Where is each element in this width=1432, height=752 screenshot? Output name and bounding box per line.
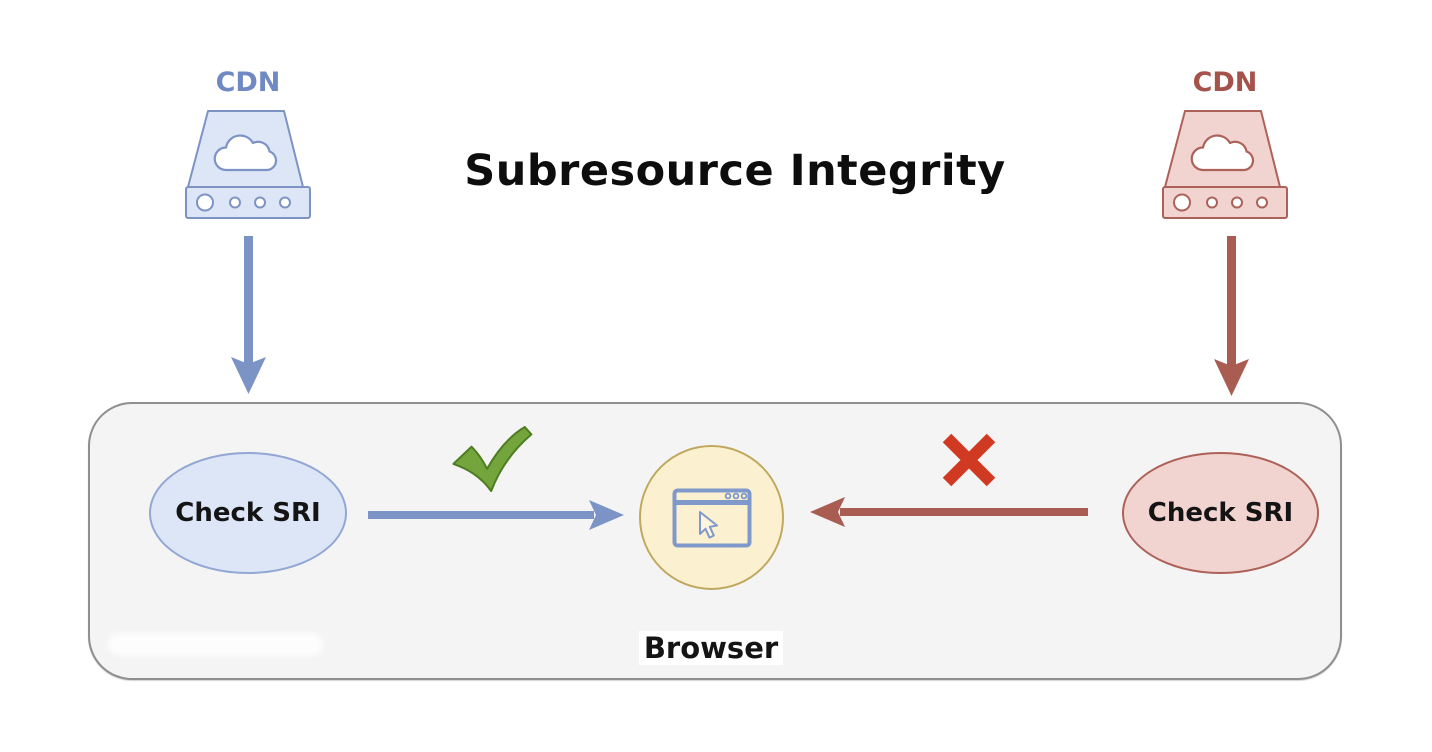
browser-label: Browser — [591, 631, 831, 665]
down-arrow-left — [231, 236, 266, 394]
watermark-blob — [108, 633, 323, 656]
cdn-label-left: CDN — [215, 67, 281, 98]
browser-window-icon — [672, 488, 751, 547]
browser-node — [639, 445, 784, 590]
flow-arrow-success — [368, 500, 624, 530]
down-arrow-right — [1214, 236, 1249, 396]
cdn-group-left: CDN — [185, 68, 311, 225]
check-sri-node-left: Check SRI — [149, 452, 347, 574]
flow-arrow-failure — [810, 497, 1088, 527]
check-sri-label-left: Check SRI — [175, 498, 321, 528]
cdn-group-right: CDN — [1162, 68, 1288, 225]
cross-icon — [942, 433, 996, 487]
cdn-label-right: CDN — [1192, 67, 1258, 98]
cloud-server-icon — [185, 110, 311, 219]
check-sri-node-right: Check SRI — [1122, 452, 1319, 574]
cloud-server-icon — [1162, 110, 1288, 219]
page-title: Subresource Integrity — [464, 146, 1006, 196]
check-sri-label-right: Check SRI — [1147, 498, 1294, 528]
checkmark-icon — [452, 425, 533, 493]
